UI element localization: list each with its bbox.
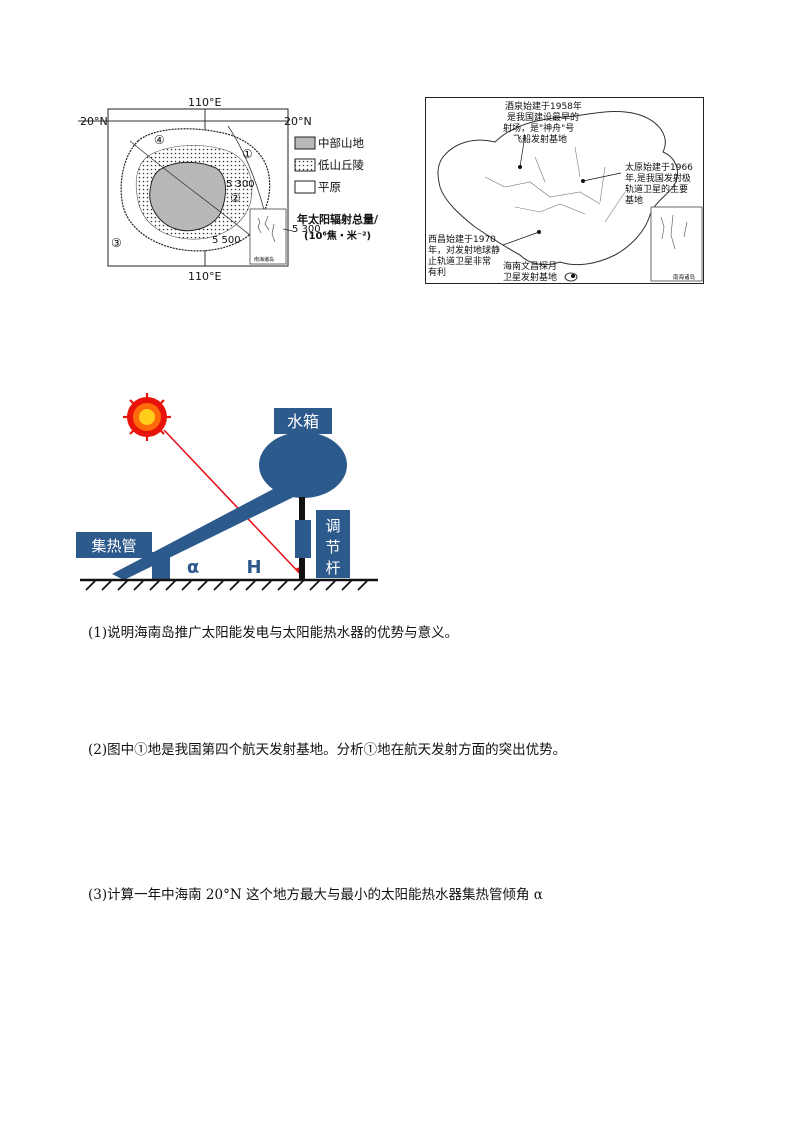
jiuquan-line-1: 酒泉始建于1958年 (505, 100, 582, 112)
water-tank (259, 432, 347, 498)
legend-radiation-title: 年太阳辐射总量/ (297, 212, 379, 226)
jiuquan-line-2: 是我国建设最早的 (507, 111, 579, 123)
legend-hills-swatch (294, 158, 316, 172)
legend-isoline-value: 5 300 (292, 224, 321, 235)
china-outline (437, 111, 678, 266)
collector-label: 集热管 (91, 537, 136, 555)
legend-hills-label: 低山丘陵 (318, 158, 364, 172)
ground-hatching (85, 579, 369, 591)
site-1-label: ① (242, 147, 253, 161)
collector-label-box (76, 532, 152, 558)
lat-right-label: 20°N (284, 115, 312, 128)
site-2-label: ② (230, 191, 241, 205)
wenchang-line-1: 海南文昌探月 (503, 260, 557, 272)
site-4-label: ④ (154, 133, 165, 147)
china-inset-label: 南海诸岛 (673, 273, 696, 281)
hainan-map-svg: 110°E 110°E 20°N 20°N ① ② ③ ④ 5 300 5 50… (78, 96, 379, 283)
xichang-leader (502, 231, 540, 246)
xichang-line-1: 西昌始建于1970 (428, 233, 496, 245)
h-label: H (246, 557, 261, 578)
lon-bottom-label: 110°E (188, 270, 221, 283)
solar-heater-diagram: 水箱 调 节 杆 集热管 α H (72, 392, 392, 592)
lon-top-label: 110°E (188, 96, 221, 109)
taiyuan-line-1: 太原始建于1966 (625, 161, 693, 173)
wenchang-dot (571, 274, 575, 278)
inset-islands (257, 215, 276, 243)
legend-radiation-unit: (10⁶焦・米⁻²) (304, 229, 371, 242)
hainan-map-figure: 110°E 110°E 20°N 20°N ① ② ③ ④ 5 300 5 50… (78, 96, 398, 286)
legend-isoline-swatch (282, 228, 294, 232)
question-3: (3)计算一年中海南 20°N 这个地方最大与最小的太阳能热水器集热管倾角 α (88, 887, 543, 903)
taiyuan-line-4: 基地 (625, 194, 643, 206)
xichang-line-2: 年，对发射地球静 (428, 244, 500, 256)
rod-label-1: 调 (325, 517, 340, 535)
water-tank-label: 水箱 (287, 412, 319, 431)
china-map-svg: 酒泉始建于1958年 是我国建设最早的 射场，是"神舟"号 飞船发射基地 太原始… (425, 97, 704, 284)
wenchang-line-2: 卫星发射基地 (503, 271, 557, 283)
solar-heater-svg: 水箱 调 节 杆 集热管 α H (76, 393, 378, 591)
jiuquan-line-4: 飞船发射基地 (513, 133, 567, 145)
jiuquan-leader (519, 134, 526, 168)
jiuquan-line-3: 射场，是"神舟"号 (503, 122, 574, 134)
rod-bracket (295, 520, 311, 558)
alpha-label: α (187, 557, 199, 578)
lat-left-label: 20°N (80, 115, 108, 128)
china-inset-islands (660, 214, 688, 250)
xichang-line-3: 止轨道卫星非常 (428, 255, 491, 267)
hainan-inset-frame (249, 208, 287, 265)
legend-plain-label: 平原 (318, 180, 341, 194)
legend-mountain-swatch (294, 136, 316, 150)
rod-label-2: 节 (325, 538, 340, 556)
taiyuan-line-2: 年,是我国发射极 (625, 172, 691, 184)
rod-label-3: 杆 (325, 559, 340, 577)
rod-label-box (316, 510, 350, 578)
province-borders (484, 146, 626, 223)
sun-icon (123, 393, 171, 441)
isoline-label-2: 5 500 (212, 235, 241, 246)
question-2: (2)图中①地是我国第四个航天发射基地。分析①地在航天发射方面的突出优势。 (88, 742, 567, 758)
legend-mountain-label: 中部山地 (318, 136, 364, 150)
hainan-inset-label: 南海诸岛 (254, 256, 274, 263)
china-map-figure: 酒泉始建于1958年 是我国建设最早的 射场，是"神舟"号 飞船发射基地 太原始… (425, 97, 705, 285)
water-tank-label-box (274, 408, 332, 434)
hainan-island (564, 272, 578, 282)
question-1: (1)说明海南岛推广太阳能发电与太阳能热水器的优势与意义。 (88, 625, 459, 641)
xichang-line-4: 有利 (428, 266, 446, 278)
taiyuan-leader (582, 172, 622, 182)
legend-plain-swatch (294, 180, 316, 194)
collector-tube (112, 478, 308, 580)
taiyuan-line-3: 轨道卫星的主要 (625, 183, 688, 195)
site-3-label: ③ (111, 236, 122, 250)
collector-support (152, 552, 170, 580)
mountain-area (149, 161, 226, 232)
china-inset-frame (650, 206, 703, 282)
sun-ray-line (163, 429, 305, 579)
isoline-label-1: 5 300 (226, 179, 255, 190)
